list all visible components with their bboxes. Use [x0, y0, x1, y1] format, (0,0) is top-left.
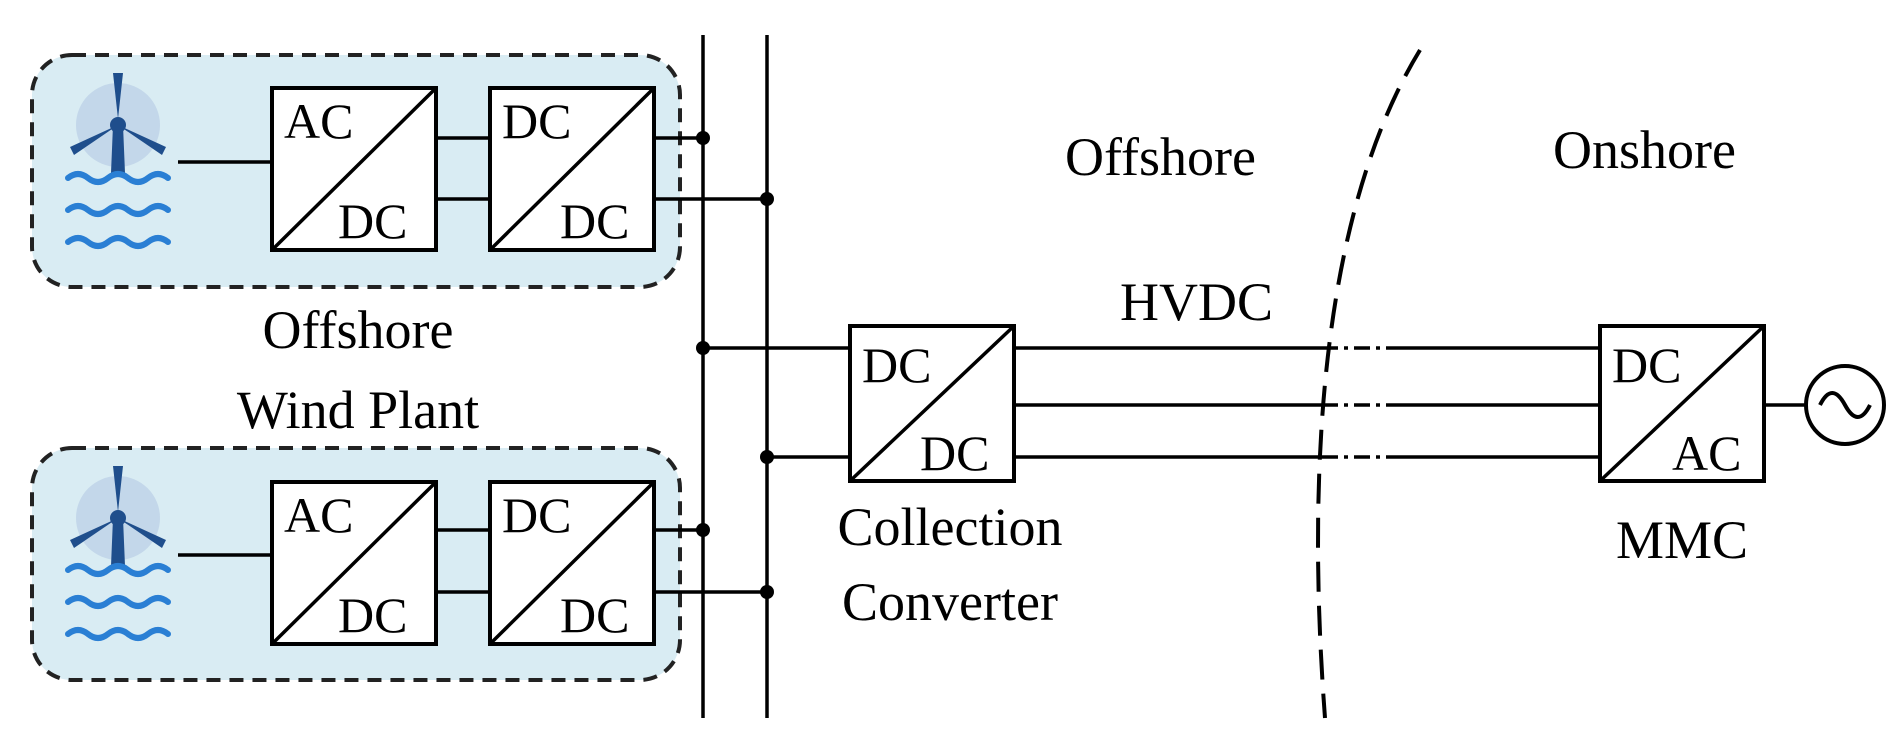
collection-label-line2: Converter — [842, 572, 1058, 632]
offshore-label: Offshore — [1065, 127, 1256, 187]
converter-output-label: DC — [560, 587, 629, 643]
converter-output-label: DC — [338, 193, 407, 249]
hvdc-label: HVDC — [1120, 272, 1273, 332]
acdc-converter-2: AC DC — [270, 480, 438, 646]
hvdc-cable — [1014, 346, 1600, 459]
converter-input-label: AC — [284, 93, 353, 149]
converter-input-label: DC — [502, 93, 571, 149]
mmc-converter: DC AC — [1598, 324, 1766, 483]
converter-output-label: AC — [1672, 425, 1741, 481]
waves-icon — [65, 171, 171, 249]
wind-plant-1: AC DC DC DC — [30, 53, 767, 289]
waves-icon — [65, 563, 171, 641]
wind-plant-label-line2: Wind Plant — [237, 380, 479, 440]
wind-plant-label-line1: Offshore — [263, 300, 454, 360]
converter-output-label: DC — [560, 193, 629, 249]
converter-output-label: DC — [920, 425, 989, 481]
converter-input-label: DC — [1612, 337, 1681, 393]
junction-dot — [760, 192, 774, 206]
junction-dot — [760, 585, 774, 599]
wind-plant-2: AC DC DC DC — [30, 446, 767, 682]
converter-input-label: AC — [284, 487, 353, 543]
offshore-onshore-boundary — [1316, 48, 1422, 719]
onshore-label: Onshore — [1553, 120, 1736, 180]
wind-turbine-icon — [70, 466, 166, 566]
ac-source-icon — [1804, 364, 1886, 446]
mmc-label: MMC — [1616, 510, 1748, 570]
dcdc-converter-2: DC DC — [488, 480, 656, 646]
converter-input-label: DC — [862, 337, 931, 393]
converter-output-label: DC — [338, 587, 407, 643]
junction-dot — [696, 131, 710, 145]
wind-turbine-icon — [70, 73, 166, 173]
collection-converter: DC DC — [848, 324, 1016, 483]
collection-label-line1: Collection — [838, 497, 1063, 557]
converter-input-label: DC — [502, 487, 571, 543]
acdc-converter-1: AC DC — [270, 86, 438, 252]
junction-dot — [696, 523, 710, 537]
dcdc-converter-1: DC DC — [488, 86, 656, 252]
